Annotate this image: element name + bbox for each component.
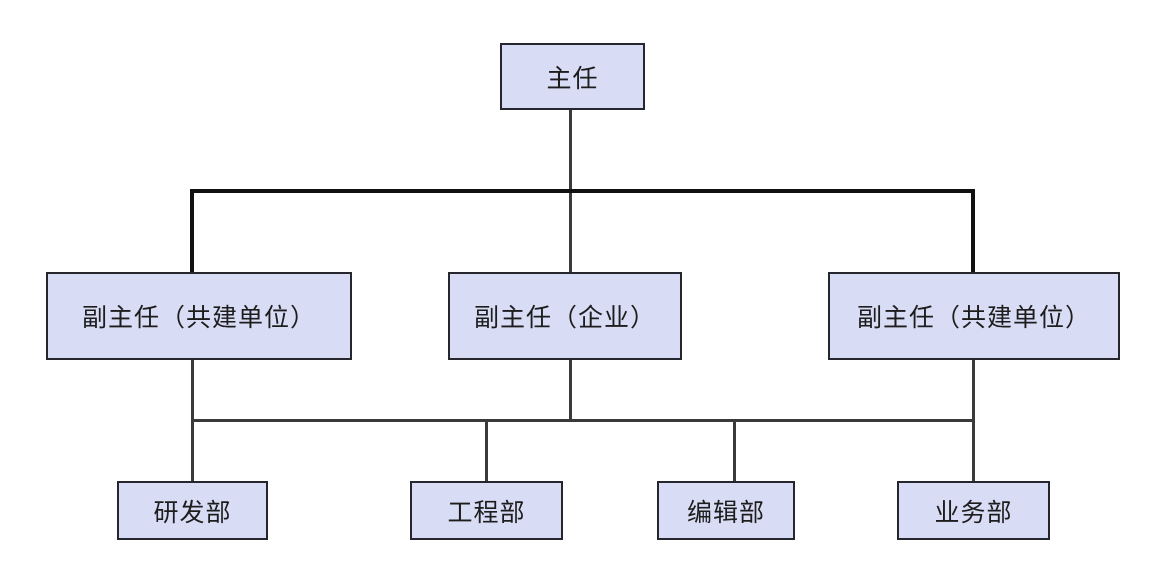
org-node-deputy-right: 副主任（共建单位） — [828, 272, 1120, 360]
org-node-deputy-left: 副主任（共建单位） — [46, 272, 352, 360]
org-node-director: 主任 — [500, 43, 645, 110]
org-node-dept-rd: 研发部 — [117, 481, 268, 540]
connector-top-right-leg — [971, 189, 975, 272]
connector-top-middle-leg — [569, 193, 572, 272]
connector-top-horizontal-bar — [190, 189, 975, 193]
connector-engineering-stub — [485, 419, 488, 481]
connector-top-left-leg — [190, 189, 194, 272]
connector-editorial-stub — [733, 419, 736, 481]
connector-low-horizontal-bar — [191, 419, 975, 422]
connector-mid-deputy-down — [569, 360, 572, 421]
connector-director-down — [569, 110, 572, 191]
org-node-dept-business: 业务部 — [897, 481, 1050, 540]
org-node-dept-engineering: 工程部 — [410, 481, 563, 540]
org-node-dept-editorial: 编辑部 — [657, 481, 795, 540]
org-node-deputy-middle: 副主任（企业） — [448, 272, 682, 360]
